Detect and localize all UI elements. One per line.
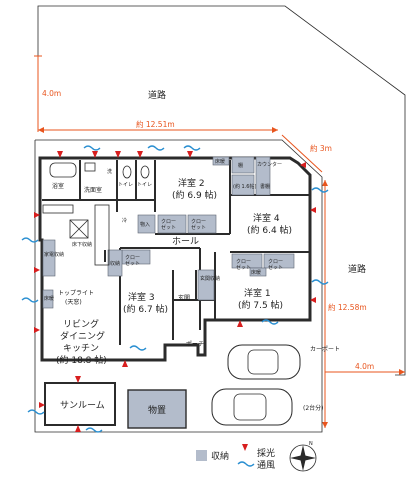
label-living-2: ダイニング (60, 330, 105, 342)
label-sunroom: サンルーム (60, 400, 105, 411)
label-western-2-size: (約 6.9 帖) (172, 189, 217, 201)
svg-text:約 3m: 約 3m (310, 143, 332, 153)
legend-wind-label: 通風 (257, 460, 275, 471)
car-1 (227, 344, 301, 380)
label-storage-vertical: 収納 (110, 260, 120, 267)
label-counter: カウンター (257, 161, 282, 168)
compass-icon: N (289, 441, 317, 472)
car-2 (211, 388, 293, 426)
dimension-road-right: 4.0m (325, 362, 405, 375)
shed (127, 389, 187, 429)
legend-light-icon (242, 444, 248, 451)
interior-walls (42, 160, 310, 345)
label-entrance: 玄関 (178, 294, 190, 302)
label-floor-heat-2: 床暖 (251, 269, 261, 276)
label-approx-16: (約 1.6帖) (233, 183, 256, 190)
label-closet-5: クローゼット (268, 259, 283, 271)
label-western-1: 洋室 1 (244, 287, 271, 299)
label-closet-4: クローゼット (236, 259, 251, 271)
storage-blocks (42, 156, 295, 309)
label-floor-heat-1: 床暖 (215, 158, 225, 165)
label-carport: カーポート (310, 345, 340, 353)
svg-text:約 12.51m: 約 12.51m (136, 119, 175, 129)
dimension-depth: 約 12.58m (322, 180, 367, 428)
label-input: 物入 (140, 221, 150, 228)
label-shed: 物置 (148, 404, 166, 416)
label-western-3: 洋室 3 (128, 291, 155, 303)
label-toilet-1: トイレ (118, 182, 133, 188)
label-underfloor: 床下収納 (72, 241, 92, 248)
svg-text:約 12.58m: 約 12.58m (328, 302, 367, 312)
label-bookshelf: 書棚 (260, 183, 270, 190)
label-bath: 浴室 (52, 182, 64, 190)
label-floor-heat-3: 床暖 (44, 295, 54, 302)
dimension-corner: 約 3m (281, 134, 332, 173)
fixtures (42, 162, 150, 266)
light-wind-arrows (21, 145, 329, 433)
lot-line (34, 139, 323, 433)
legend: 収納 採光 通風 (196, 444, 275, 471)
label-skylight: トップライト (58, 290, 94, 297)
label-reizo: 冷 (122, 217, 127, 224)
label-appliance-storage: 家電収納 (44, 251, 64, 258)
compass-north: N (309, 441, 313, 447)
label-closet-3: クローゼット (125, 255, 140, 267)
road-right-label: 道路 (348, 263, 366, 275)
label-living-3: キッチン (63, 343, 99, 354)
label-living-1: リビング (63, 318, 99, 330)
label-entrance-storage: 玄関収納 (200, 275, 220, 282)
label-porch: ポーチ (186, 340, 204, 348)
label-shelf: 棚 (238, 162, 243, 169)
legend-wind-icon (237, 461, 255, 467)
label-western-4: 洋室 4 (253, 212, 280, 224)
label-western-4-size: (約 6.4 帖) (247, 224, 292, 236)
legend-light-label: 採光 (257, 447, 275, 459)
svg-text:4.0m: 4.0m (355, 362, 374, 371)
label-western-2: 洋室 2 (178, 177, 205, 189)
label-hall: ホール (172, 236, 199, 247)
road-top-label: 道路 (148, 89, 166, 101)
dimension-frontage: 約 12.51m (38, 119, 278, 133)
sunroom-outline (44, 382, 116, 426)
label-closet-1: クローゼット (161, 219, 176, 231)
label-toilet-2: トイレ (137, 182, 152, 188)
legend-storage-label: 収納 (211, 450, 229, 462)
label-western-3-size: (約 6.7 帖) (123, 303, 168, 315)
label-wash-small: 洗 (107, 168, 112, 175)
legend-storage-swatch (196, 450, 207, 461)
dimension-road-top: 4.0m (34, 55, 61, 132)
label-carport-cap: (2台分) (303, 404, 324, 412)
label-western-1-size: (約 7.5 帖) (238, 299, 283, 311)
label-closet-2: クローゼット (191, 219, 206, 231)
label-skylight-note: (天窓) (65, 298, 82, 306)
label-living-size: (約 18.8 帖) (56, 354, 107, 366)
svg-text:4.0m: 4.0m (42, 89, 61, 98)
building-outline (38, 156, 312, 362)
label-washroom: 洗面室 (84, 186, 102, 194)
site-boundary-top (37, 5, 406, 376)
